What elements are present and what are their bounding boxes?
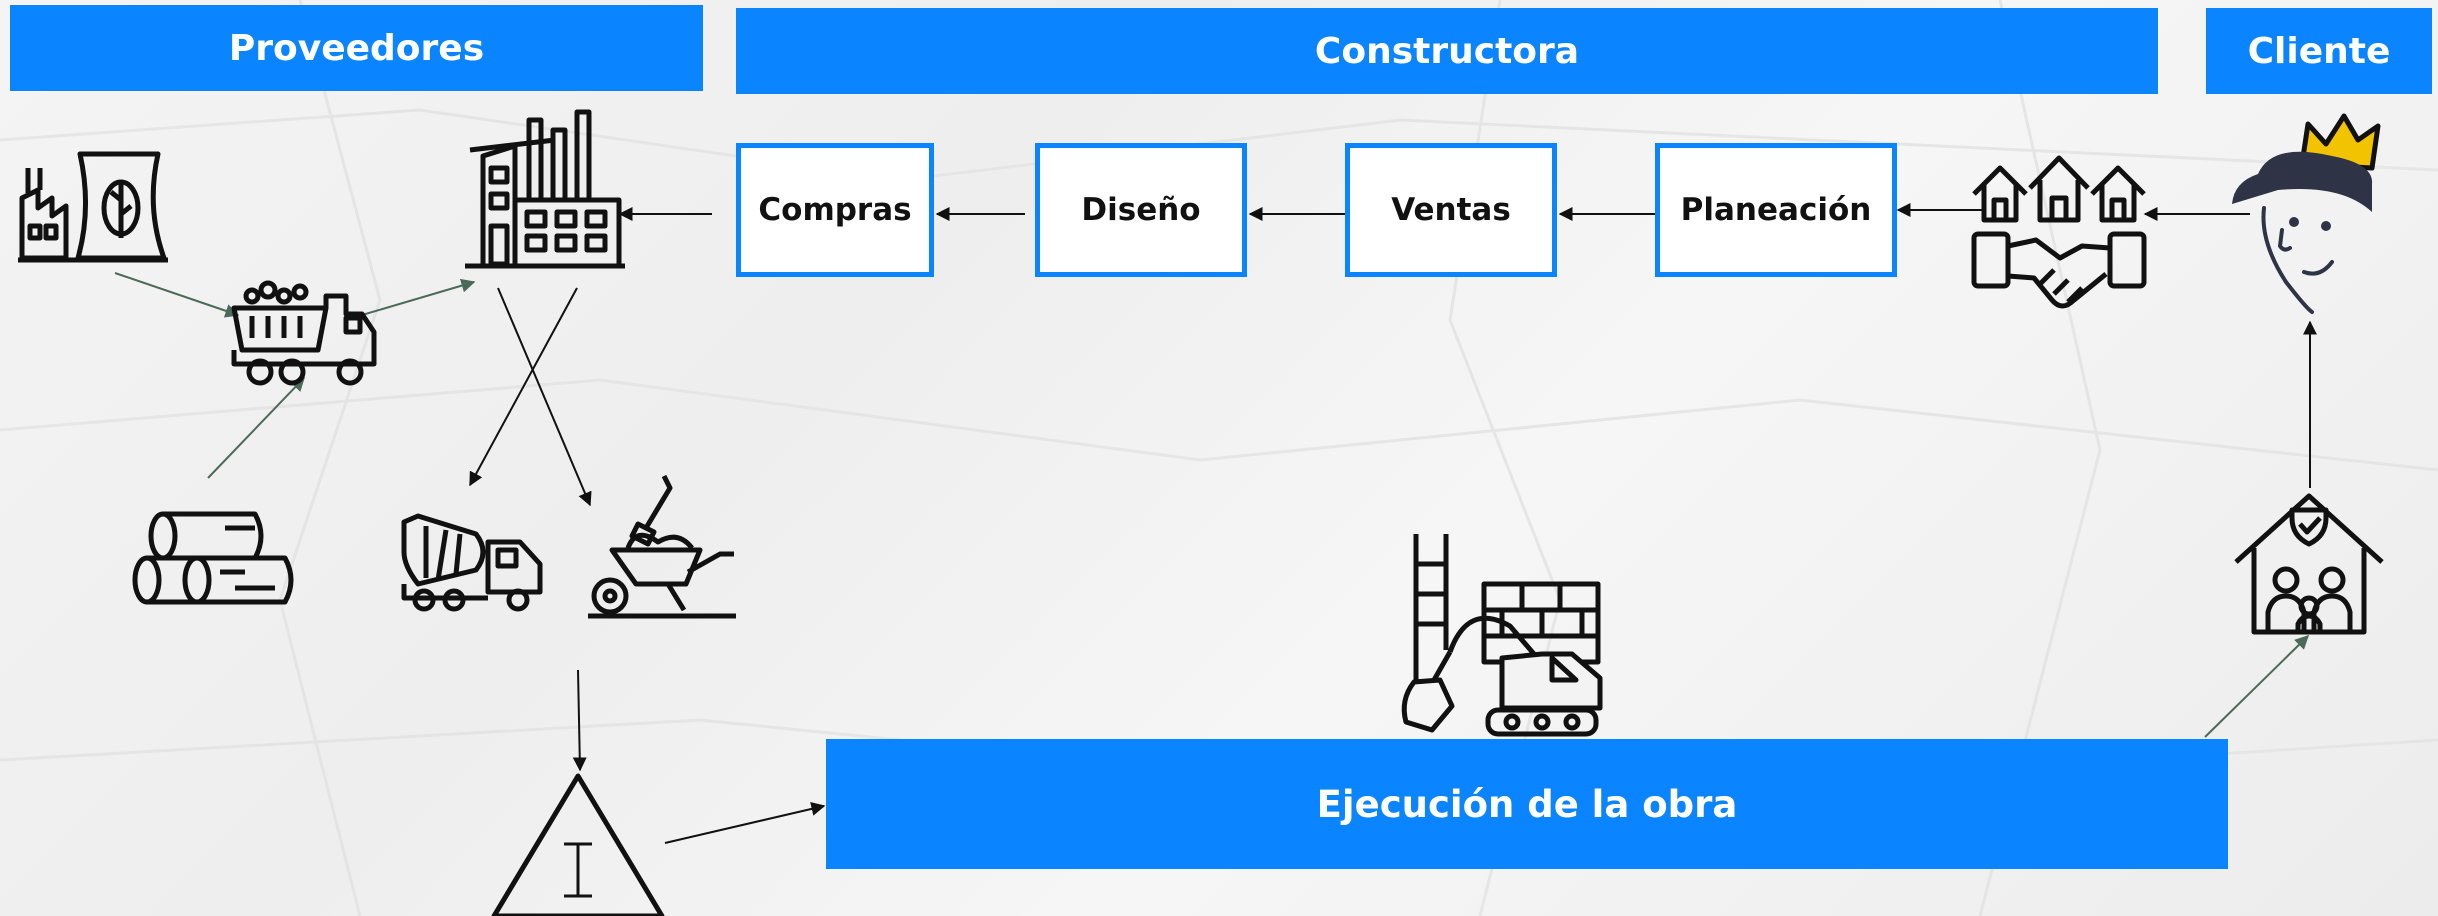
arrow-factory-to-wheelbarrow bbox=[497, 287, 592, 507]
power-plant-icon bbox=[18, 151, 168, 263]
arrow-execution-to-housefamily bbox=[2204, 635, 2309, 738]
arrow-logs-to-truck bbox=[207, 376, 305, 479]
inventory-triangle-icon bbox=[491, 773, 665, 916]
arrow-plant-to-truck bbox=[114, 272, 240, 318]
dump-truck-icon bbox=[231, 280, 377, 386]
process-diseno-label: Diseño bbox=[1081, 192, 1201, 228]
excavator-icon bbox=[1401, 534, 1603, 737]
header-cliente-label: Cliente bbox=[2247, 30, 2391, 72]
arrow-truck-to-factory bbox=[361, 278, 476, 316]
factory-icon bbox=[465, 109, 625, 269]
houses-handshake-icon bbox=[1971, 155, 2147, 309]
process-compras-label: Compras bbox=[758, 192, 912, 228]
header-proveedores: Proveedores bbox=[10, 5, 703, 91]
arrow-inventory-to-execution bbox=[664, 802, 826, 844]
header-proveedores-label: Proveedores bbox=[228, 27, 485, 69]
concrete-mixer-icon bbox=[401, 513, 543, 612]
header-constructora-label: Constructora bbox=[1314, 30, 1580, 72]
header-constructora: Constructora bbox=[736, 8, 2158, 94]
house-family-icon bbox=[2234, 493, 2384, 635]
client-face-icon bbox=[2232, 113, 2381, 314]
wheelbarrow-icon bbox=[588, 474, 736, 619]
process-compras: Compras bbox=[736, 143, 934, 277]
process-ventas: Ventas bbox=[1345, 143, 1557, 277]
process-planeacion: Planeación bbox=[1655, 143, 1897, 277]
header-cliente: Cliente bbox=[2206, 8, 2432, 94]
process-ventas-label: Ventas bbox=[1391, 192, 1511, 228]
logs-icon bbox=[132, 511, 294, 605]
process-planeacion-label: Planeación bbox=[1680, 192, 1872, 228]
execution-bar: Ejecución de la obra bbox=[826, 739, 2228, 869]
execution-label: Ejecución de la obra bbox=[1316, 782, 1738, 826]
arrow-factory-to-mixer bbox=[469, 287, 578, 487]
arrow-wheelbarrow-to-inventory bbox=[572, 669, 587, 772]
process-diseno: Diseño bbox=[1035, 143, 1247, 277]
